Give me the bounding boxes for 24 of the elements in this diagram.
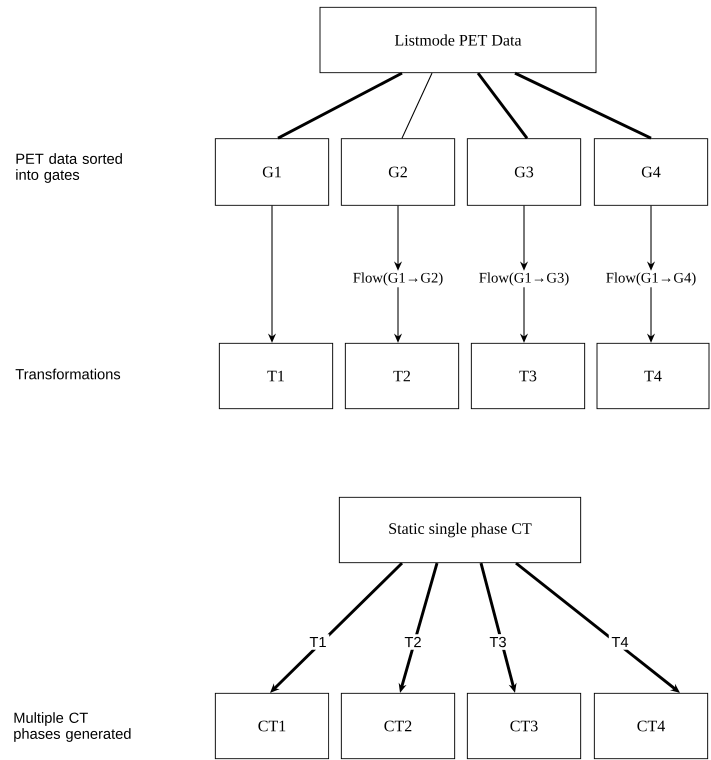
flow-label: Flow(G1→G2) [353, 272, 443, 286]
flow-label: Flow(G1→G3) [479, 272, 569, 286]
process-box: T2 [344, 342, 460, 410]
process-box: CT3 [466, 692, 582, 760]
edge-label: T2 [402, 634, 424, 650]
process-box: CT4 [594, 692, 708, 760]
flow-label: Flow(G1→G4) [606, 272, 696, 286]
edge-label: T1 [306, 634, 330, 650]
edge-label: T4 [608, 634, 632, 650]
process-box: G1 [214, 138, 330, 206]
process-box: G2 [340, 138, 456, 206]
edge-label: T3 [486, 634, 510, 650]
process-box: Static single phase CT [338, 496, 582, 564]
process-box: T1 [218, 342, 334, 410]
process-box: T3 [470, 342, 586, 410]
process-box: G4 [594, 138, 708, 206]
process-box: CT2 [340, 692, 456, 760]
row-label: Transformations [16, 368, 120, 380]
row-label: Multiple CT phases generated [14, 712, 131, 742]
row-label: PET data sorted into gates [16, 153, 122, 183]
process-box: CT1 [214, 692, 330, 760]
process-box: T4 [596, 342, 710, 410]
process-box: Listmode PET Data [320, 6, 596, 74]
process-box: G3 [466, 138, 582, 206]
